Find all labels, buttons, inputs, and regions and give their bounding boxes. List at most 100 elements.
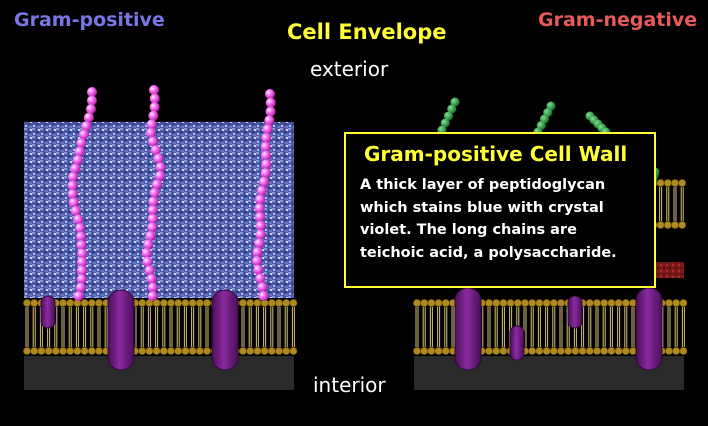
teichoic-acid-bead xyxy=(255,220,266,231)
lps-bead xyxy=(444,111,453,121)
teichoic-acid-bead xyxy=(258,176,269,187)
info-box-title: Gram-positive Cell Wall xyxy=(364,142,628,166)
teichoic-acid-bead xyxy=(265,97,276,108)
teichoic-acid-bead xyxy=(72,155,83,165)
teichoic-acid-bead xyxy=(147,291,158,301)
teichoic-acid-bead xyxy=(258,291,269,301)
membrane-protein xyxy=(107,289,135,371)
teichoic-acid-bead xyxy=(147,213,158,224)
teichoic-acid-bead xyxy=(147,136,158,147)
lipid-head xyxy=(434,299,443,307)
lipid-head xyxy=(678,221,687,229)
membrane-protein xyxy=(635,287,663,371)
gram-negative-membrane-proteins xyxy=(454,287,663,371)
teichoic-acid-bead xyxy=(255,273,266,284)
lipid-head xyxy=(679,347,688,355)
teichoic-acid-bead xyxy=(255,194,266,205)
lps-bead xyxy=(440,118,450,128)
lipid-head xyxy=(59,299,67,307)
lipid-head xyxy=(621,299,630,307)
teichoic-acid-bead xyxy=(81,121,92,131)
teichoic-acid-bead xyxy=(67,172,78,182)
teichoic-acid-bead xyxy=(149,188,160,198)
lipid-head xyxy=(513,299,522,307)
gram-positive-cytoplasm xyxy=(24,356,294,390)
teichoic-acid-bead xyxy=(254,203,265,214)
gram-positive-membrane xyxy=(23,299,298,355)
membrane-protein xyxy=(211,289,239,371)
teichoic-acid-bead xyxy=(146,119,157,130)
teichoic-acid-bead xyxy=(252,247,263,258)
membrane-protein xyxy=(567,295,583,329)
lipid-head xyxy=(578,347,587,355)
lipid-head xyxy=(73,347,82,355)
lipid-head xyxy=(174,347,183,355)
teichoic-acid-bead xyxy=(70,206,81,216)
lipid-head xyxy=(138,299,147,307)
lipid-head xyxy=(282,347,291,355)
lipid-head xyxy=(87,347,96,355)
lipid-head xyxy=(607,299,616,307)
lipid-head xyxy=(95,347,103,355)
teichoic-acid-bead xyxy=(260,150,271,161)
lipid-head xyxy=(557,347,565,355)
teichoic-acid-bead xyxy=(151,179,162,190)
lipid-head xyxy=(138,347,147,355)
lipid-head xyxy=(413,347,421,355)
teichoic-acid-bead xyxy=(260,168,271,179)
lipid-head xyxy=(167,299,175,307)
lipid-head xyxy=(275,299,283,307)
lps-bead xyxy=(447,104,457,114)
teichoic-acid-bead xyxy=(150,145,161,156)
lipid-head xyxy=(152,347,161,355)
lipid-head xyxy=(289,347,298,355)
lipid-head xyxy=(585,299,594,307)
teichoic-acid-bead xyxy=(146,273,157,284)
lipid-head xyxy=(441,347,450,355)
info-box: Gram-positive Cell Wall A thick layer of… xyxy=(344,132,656,288)
teichoic-acid-bead xyxy=(78,129,89,140)
lipid-head xyxy=(492,347,501,355)
lipid-head xyxy=(441,299,450,307)
lipid-head xyxy=(542,299,551,307)
teichoic-acid-bead xyxy=(76,274,87,284)
teichoic-acid-bead xyxy=(86,95,97,106)
lipid-head xyxy=(621,347,630,355)
lipid-head xyxy=(59,347,67,355)
gram-positive-envelope xyxy=(23,85,298,390)
lipid-head xyxy=(66,347,75,355)
lipid-head xyxy=(614,347,623,355)
teichoic-acid-bead xyxy=(145,230,156,241)
teichoic-acid-bead xyxy=(147,205,158,216)
teichoic-acid-bead xyxy=(261,132,272,143)
lipid-head xyxy=(246,299,255,307)
teichoic-acid-bead xyxy=(264,115,275,126)
teichoic-acid-bead xyxy=(76,265,87,276)
teichoic-acid-bead xyxy=(67,189,78,199)
lipid-head xyxy=(145,347,154,355)
lipid-head xyxy=(663,221,672,229)
teichoic-acid-bead xyxy=(254,211,265,222)
teichoic-acid-bead xyxy=(142,256,153,267)
membrane-protein xyxy=(454,287,482,371)
lipid-head xyxy=(282,299,291,307)
lipid-head xyxy=(672,347,681,355)
teichoic-acid-bead xyxy=(262,124,273,135)
exterior-label: exterior xyxy=(310,57,389,81)
lipid-head xyxy=(571,347,580,355)
lipid-head xyxy=(23,347,31,355)
lipid-head xyxy=(253,347,262,355)
lipid-head xyxy=(203,347,211,355)
lipid-head xyxy=(485,347,493,355)
lipid-head xyxy=(678,179,687,187)
lipid-head xyxy=(499,347,508,355)
lipid-head xyxy=(420,299,429,307)
lipid-head xyxy=(188,299,197,307)
lipid-head xyxy=(665,347,673,355)
gram-negative-inner-membrane xyxy=(413,299,688,355)
teichoic-acid-bead xyxy=(143,239,154,250)
teichoic-acid-chains xyxy=(67,85,276,301)
lipid-head xyxy=(434,347,443,355)
lipid-head xyxy=(159,299,168,307)
lipid-head xyxy=(485,299,493,307)
